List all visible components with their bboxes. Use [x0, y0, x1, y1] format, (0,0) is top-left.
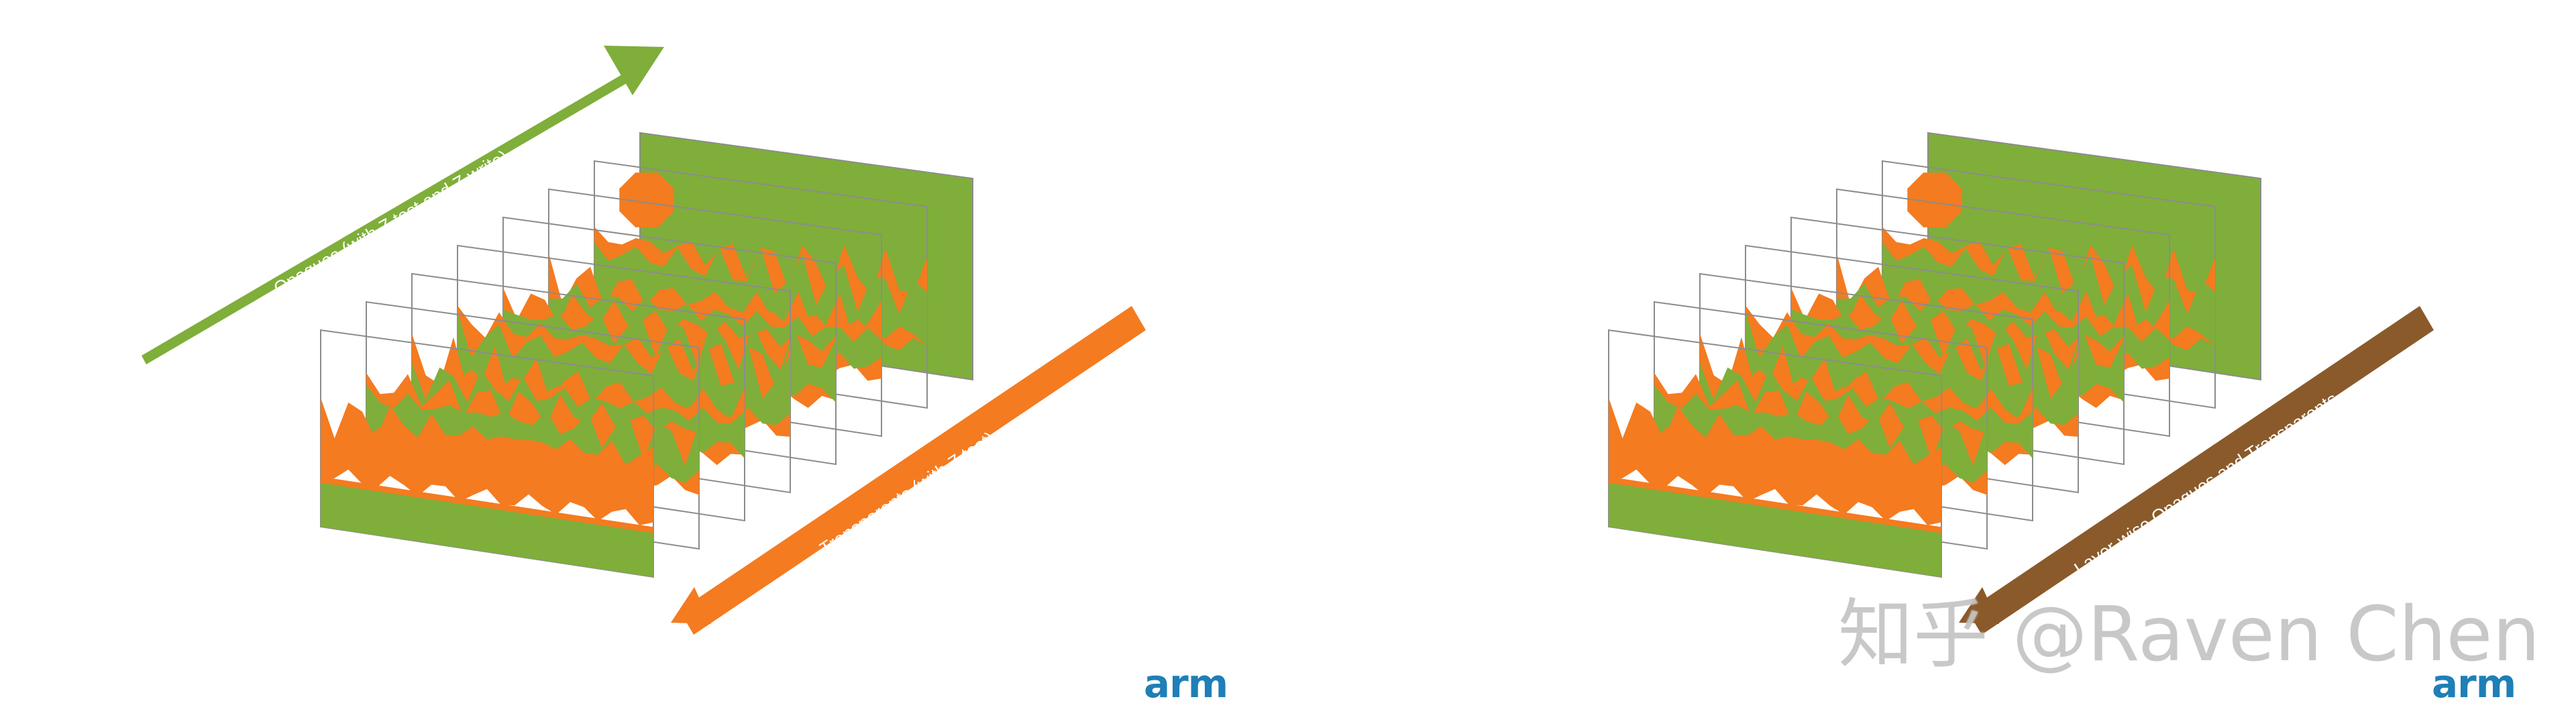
- right-diagram-panel: Layer-wise Opaques and Transparents arm: [1288, 0, 2576, 725]
- left-frame-stack: [320, 132, 973, 578]
- frame-layer: [1608, 329, 1942, 578]
- octagon-shape: [619, 172, 674, 227]
- ground-edge-line: [320, 476, 654, 533]
- octagon-shape: [1907, 172, 1962, 227]
- right-frame-stack: [1608, 132, 2261, 578]
- transparent-arrow-label: Transparents (with Z test): [816, 427, 998, 558]
- arm-logo: arm: [1144, 661, 1228, 707]
- left-diagram-panel: Opaques (with Z test and Z write) Transp…: [0, 0, 1288, 725]
- watermark-text: 知乎 @Raven Chen: [1838, 591, 2540, 678]
- frame-layer: [320, 329, 654, 578]
- ground-strip: [1609, 480, 1941, 577]
- foreground-foliage: [321, 397, 653, 525]
- arm-logo: arm: [2432, 661, 2516, 707]
- foreground-foliage: [1609, 397, 1941, 525]
- right-diagram-svg: Layer-wise Opaques and Transparents: [1608, 132, 2434, 635]
- ground-strip: [321, 480, 653, 577]
- left-diagram-svg: Opaques (with Z test and Z write) Transp…: [142, 46, 1146, 635]
- ground-edge-line: [1608, 476, 1942, 533]
